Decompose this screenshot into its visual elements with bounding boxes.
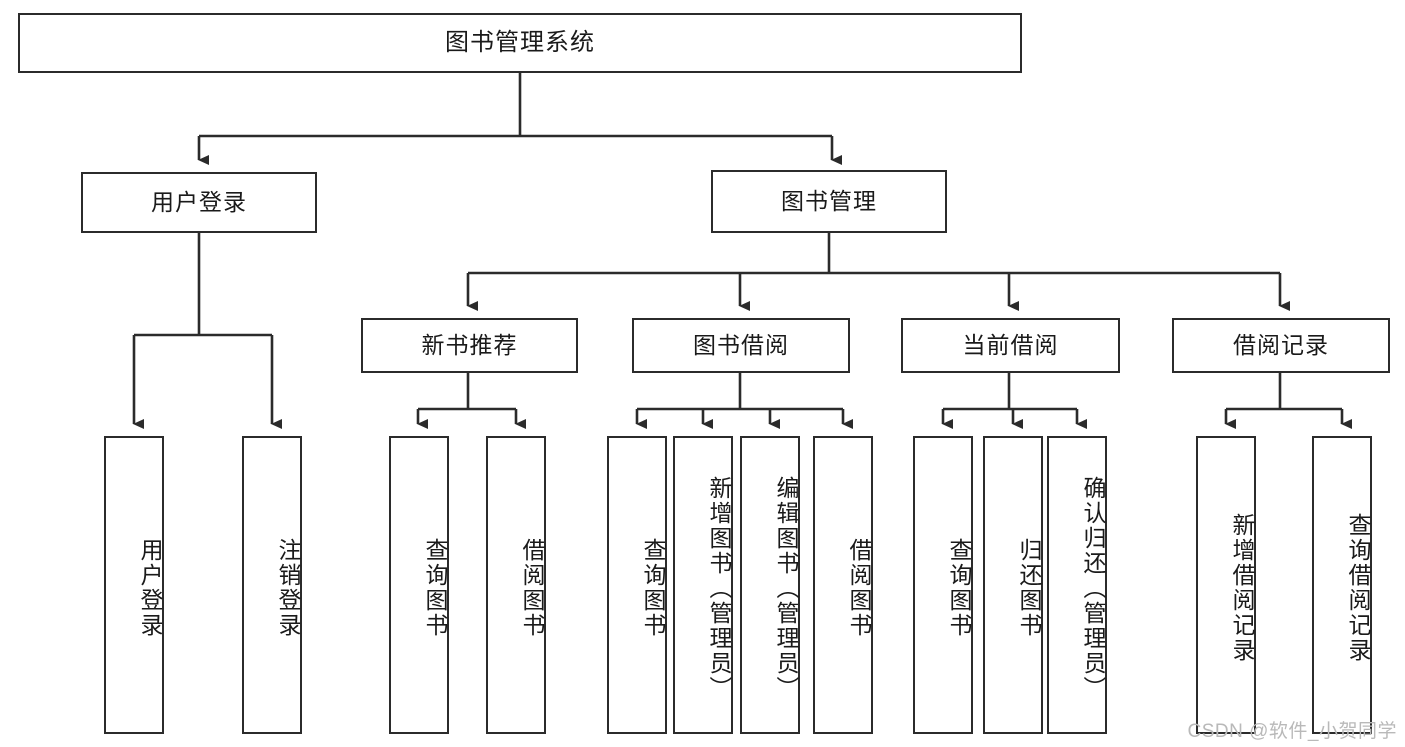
node-label: 借阅图书 [519,538,545,638]
node-borrow-record[interactable]: 借阅记录 [1172,318,1390,373]
node-root-system[interactable]: 图书管理系统 [18,13,1022,73]
node-label: 查询图书 [422,538,448,638]
node-label: 新增借阅记录 [1229,513,1255,663]
watermark: CSDN @软件_小贺同学 [1187,721,1397,742]
leaf-query-book-borrow[interactable]: 查询图书 [607,436,667,734]
node-book-manage[interactable]: 图书管理 [711,170,947,233]
leaf-query-book-current[interactable]: 查询图书 [913,436,973,734]
leaf-confirm-return[interactable]: 确认归还（管理员） [1047,436,1107,734]
leaf-add-borrow-record[interactable]: 新增借阅记录 [1196,436,1256,734]
node-label: 查询借阅记录 [1345,513,1371,663]
node-label: 归还图书 [1016,538,1042,638]
leaf-borrow-book[interactable]: 借阅图书 [813,436,873,734]
node-label: 图书管理 [781,187,877,214]
node-label: 新增图书（管理员） [706,475,732,701]
node-label: 查询图书 [946,538,972,638]
node-label: 查询图书 [640,538,666,638]
node-label: 确认归还（管理员） [1080,475,1106,701]
node-label: 借阅图书 [846,538,872,638]
leaf-logout-login[interactable]: 注销登录 [242,436,302,734]
node-label: 注销登录 [275,538,301,638]
node-label: 用户登录 [137,538,163,638]
node-label: 新书推荐 [421,331,518,358]
leaf-borrow-book-recommend[interactable]: 借阅图书 [486,436,546,734]
node-label: 编辑图书（管理员） [773,475,799,701]
node-user-login[interactable]: 用户登录 [81,172,317,233]
node-label: 借阅记录 [1233,331,1329,358]
node-new-book-recommend[interactable]: 新书推荐 [361,318,578,373]
node-label: 用户登录 [151,188,247,215]
leaf-query-book-recommend[interactable]: 查询图书 [389,436,449,734]
leaf-query-borrow-record[interactable]: 查询借阅记录 [1312,436,1372,734]
leaf-user-login[interactable]: 用户登录 [104,436,164,734]
leaf-return-book[interactable]: 归还图书 [983,436,1043,734]
node-book-borrow[interactable]: 图书借阅 [632,318,850,373]
node-label: 图书借阅 [693,331,789,358]
leaf-add-book[interactable]: 新增图书（管理员） [673,436,733,734]
node-label: 当前借阅 [962,331,1059,358]
leaf-edit-book[interactable]: 编辑图书（管理员） [740,436,800,734]
node-current-borrow[interactable]: 当前借阅 [901,318,1120,373]
node-label: 图书管理系统 [445,28,595,56]
